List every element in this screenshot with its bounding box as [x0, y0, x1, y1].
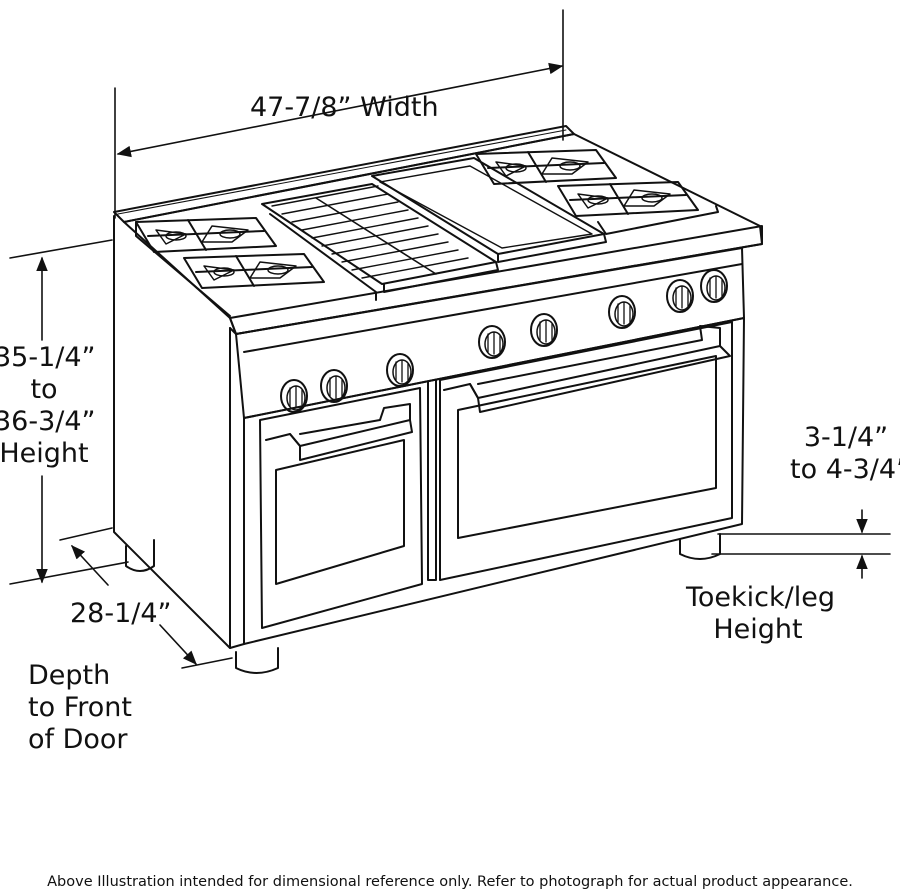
toekick-line-1: Toekick/leg: [686, 582, 836, 613]
height-max: 36-3/4”: [0, 406, 96, 437]
cooktop: [135, 149, 719, 317]
height-min: 35-1/4”: [0, 342, 96, 373]
depth-line-3: of Door: [28, 724, 128, 755]
height-word: Height: [0, 438, 89, 469]
grill-grate: [261, 183, 499, 293]
footnote: Above Illustration intended for dimensio…: [47, 874, 853, 890]
depth-value: 28-1/4”: [70, 598, 172, 629]
toekick-dimension: [711, 509, 891, 579]
depth-dimension: [59, 527, 233, 669]
range-body: [113, 125, 763, 674]
toekick-value: 3-1/4” to 4-3/4”: [790, 422, 900, 486]
height-label: 35-1/4” to 36-3/4” Height: [0, 342, 96, 470]
depth-line-1: Depth: [28, 660, 111, 691]
width-value: 47-7/8”: [250, 92, 352, 123]
depth-line-2: to Front: [28, 692, 132, 723]
width-label: 47-7/8” Width: [250, 92, 439, 124]
toekick-line-2: Height: [713, 614, 803, 645]
griddle-plate: [371, 157, 607, 263]
width-word: Width: [360, 92, 439, 123]
width-dimension: [114, 9, 564, 219]
toekick-range: to 4-3/4”: [790, 454, 900, 485]
control-knobs: [280, 269, 728, 413]
height-dimension: [9, 239, 129, 585]
depth-label: Depth to Front of Door: [28, 660, 132, 756]
toekick-min: 3-1/4”: [803, 422, 889, 453]
toekick-label: Toekick/leg Height: [686, 582, 836, 646]
height-to: to: [30, 374, 58, 405]
